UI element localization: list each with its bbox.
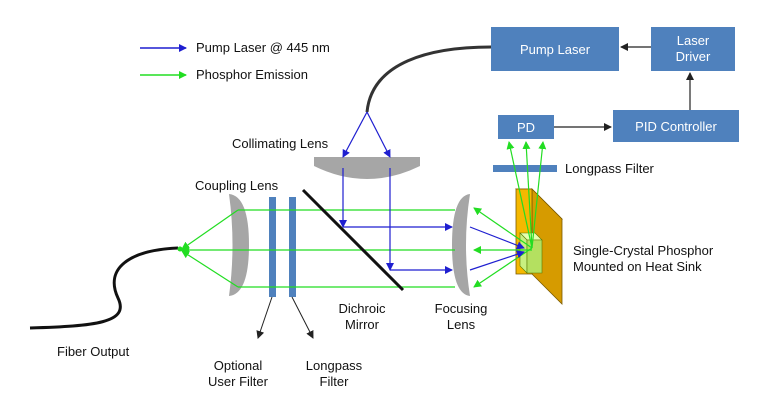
pd-label: PD [517,120,535,135]
collimating-lens-label: Collimating Lens [232,136,329,151]
longpass-filter-bottom-label-line2: Filter [320,374,350,389]
coupling-lens-label: Coupling Lens [195,178,279,193]
longpass-filter-pointer [291,296,314,339]
dichroic-mirror-label-line1: Dichroic [339,301,386,316]
laser-driver-box: Laser Driver [651,27,735,71]
optional-filter-pointer [256,296,273,339]
pid-controller-box: PID Controller [613,110,739,142]
pump-beams [339,111,525,274]
focusing-lens [452,194,470,296]
output-fiber [29,246,179,330]
optional-filter-label-line2: User Filter [208,374,269,389]
dichroic-mirror [301,188,405,292]
pump-laser-label: Pump Laser [520,42,591,57]
longpass-filter-bottom [289,197,296,297]
fiber-output-label: Fiber Output [57,344,130,359]
optional-filter-label-line1: Optional [214,358,263,373]
pump-laser-box: Pump Laser [491,27,619,71]
phosphor-label-line2: Mounted on Heat Sink [573,259,702,274]
focusing-lens-label-line1: Focusing [435,301,488,316]
laser-driver-label-line1: Laser [677,33,710,48]
fiber-output-tip [177,246,183,252]
optional-user-filter [269,197,276,297]
coupling-lens [229,194,249,296]
pump-delivery-fiber [365,45,492,113]
pd-box: PD [498,115,554,139]
dichroic-mirror-label-line2: Mirror [345,317,380,332]
longpass-filter-bottom-label-line1: Longpass [306,358,363,373]
focusing-lens-label-line2: Lens [447,317,476,332]
legend: Pump Laser @ 445 nm Phosphor Emission [140,40,330,82]
laser-driver-label-line2: Driver [676,49,711,64]
collimating-lens [314,157,420,179]
longpass-filter-top-label: Longpass Filter [565,161,655,176]
phosphor-label-line1: Single-Crystal Phosphor [573,243,714,258]
legend-emission-label: Phosphor Emission [196,67,308,82]
legend-pump-label: Pump Laser @ 445 nm [196,40,330,55]
pid-controller-label: PID Controller [635,119,717,134]
longpass-filter-top [493,165,557,172]
